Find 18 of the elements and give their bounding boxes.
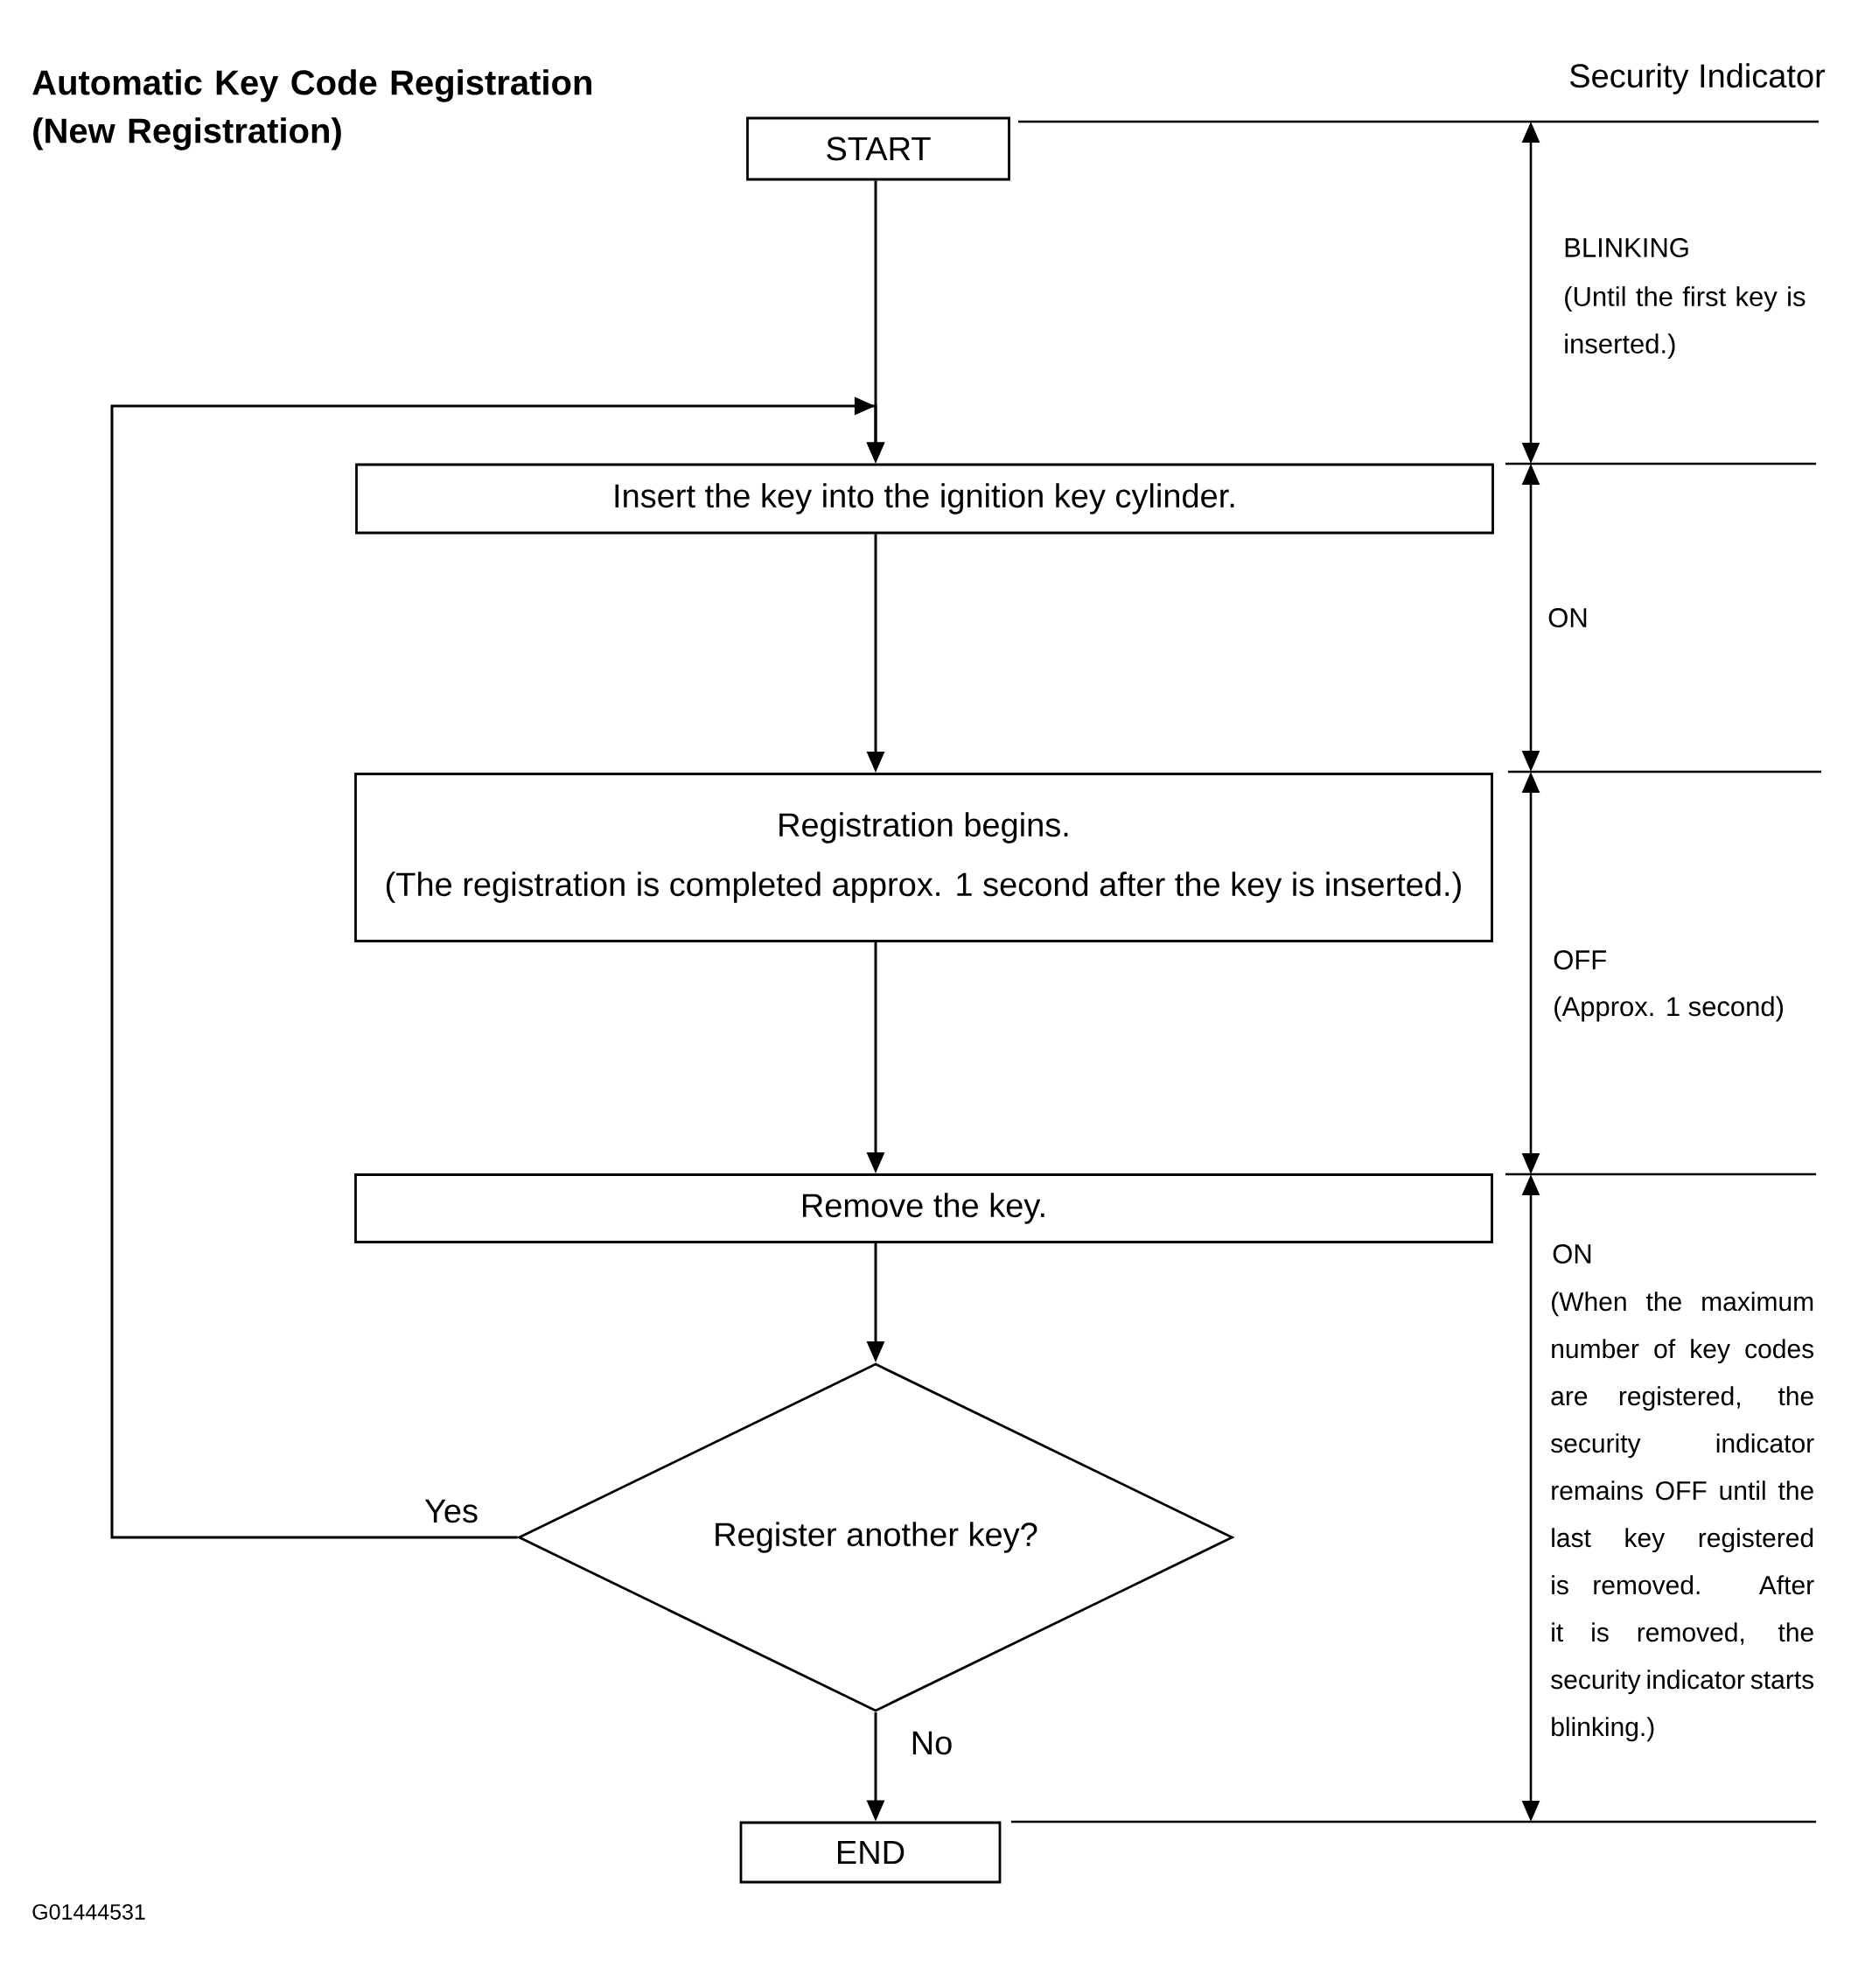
arrow bbox=[110, 396, 885, 1539]
process-box: Registration begins. (The registration is completed approx. 1 second after the key is inserted.) bbox=[354, 773, 1493, 942]
state-label: BLINKING bbox=[1565, 238, 1688, 257]
state-label: ON bbox=[1548, 608, 1587, 627]
column-heading: Security Indicator bbox=[1569, 63, 1826, 94]
process-box: Remove the key. bbox=[354, 1173, 1493, 1243]
state-label: ON bbox=[1553, 1244, 1591, 1264]
edge-label: Yes bbox=[424, 1499, 478, 1523]
title: Automatic Key Code Registration (New Registration) bbox=[32, 69, 591, 150]
figure-id: G01444531 bbox=[32, 1904, 145, 1920]
state-label: OFF bbox=[1554, 950, 1606, 970]
note-text: (Until the first key is inserted.) bbox=[1565, 286, 1806, 360]
note-text: (Approx. 1 second) bbox=[1554, 996, 1784, 1022]
terminal-box: START bbox=[746, 116, 1010, 181]
note-text: (When the maximum number of key codes are registered, the security indicator remains OFF until the last key registered is removed. After it is removed, the security indicator starts blinking.) bbox=[1551, 1292, 1814, 1742]
edge-label: No bbox=[912, 1731, 952, 1755]
process-box: Insert the key into the ignition key cylinder. bbox=[355, 463, 1494, 535]
terminal-box: END bbox=[739, 1821, 1002, 1884]
